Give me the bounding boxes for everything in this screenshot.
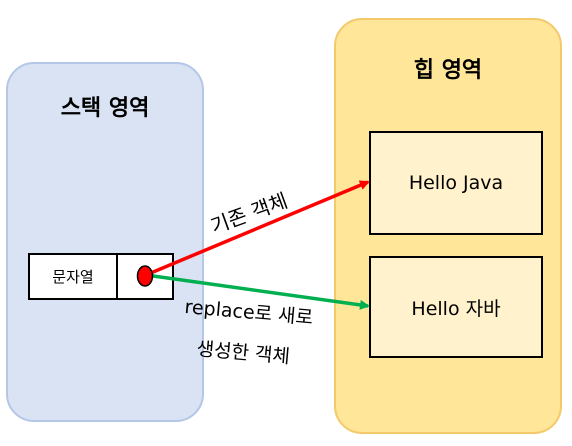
arrow-to-replaced-object [145, 273, 370, 310]
reference-pointer-dot [136, 265, 154, 287]
heap-object-replaced: Hello 자바 [369, 256, 543, 358]
stack-region-title: 스택 영역 [60, 96, 150, 121]
stack-region: 스택 영역 [6, 62, 204, 422]
heap-object-original: Hello Java [369, 131, 543, 235]
heap-region-title: 힙 영역 [413, 58, 483, 83]
arrow-to-original-object [145, 180, 370, 277]
